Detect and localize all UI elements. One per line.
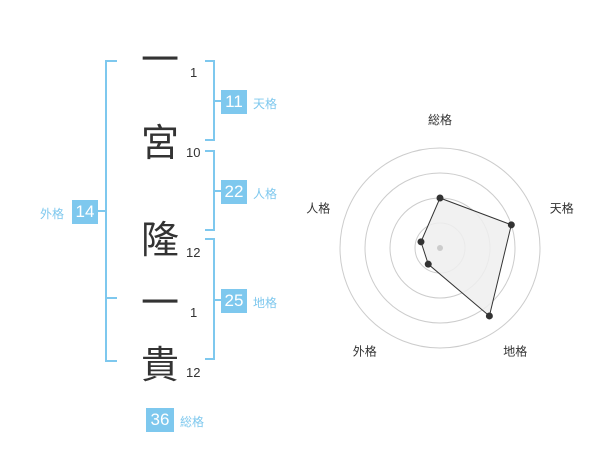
gaikaku-label: 外格 [40,207,65,221]
chikaku-value-box: 25 [221,289,247,313]
jinkaku-connector [213,190,221,192]
gaikaku-connector [98,210,106,212]
name-char-4: 一 [140,281,179,325]
name-char-5: 貴 [140,343,179,387]
tenkaku-value-box: 11 [221,90,247,114]
stroke-count-1: 1 [190,65,198,80]
radar-point-4 [424,260,432,268]
gaikaku-divider-tick [105,297,117,299]
name-char-2: 宮 [140,121,179,165]
gaikaku-value-box: 14 [72,200,98,224]
stroke-count-4: 1 [190,305,198,320]
radar-axis-label-2: 天格 [550,200,574,215]
jinkaku-value-box: 22 [221,180,247,204]
radar-points [417,194,515,320]
radar-point-3 [485,312,493,320]
stroke-count-5: 12 [186,365,201,380]
name-char-1: 一 [140,38,179,82]
radar-grid-ring [339,147,541,349]
radar-point-1 [436,194,444,202]
stroke-count-2: 10 [186,145,201,160]
radar-grid-ring [364,172,516,324]
gaikaku-bracket [105,60,117,362]
stroke-count-3: 12 [186,245,201,260]
radar-point-2 [507,221,515,229]
name-char-3: 隆 [140,218,179,262]
radar-axis-label-1: 総格 [428,112,452,127]
tenkaku-connector [213,100,221,102]
radar-axis-label-5: 人格 [306,200,330,215]
chikaku-connector [213,299,221,301]
radar-point-5 [417,238,425,246]
radar-axis-label-3: 地格 [503,344,527,359]
jinkaku-label: 人格 [253,187,278,201]
soukaku-value-box: 36 [146,408,174,432]
radar-center-dot [437,245,443,251]
radar-axis-label-4: 外格 [353,344,377,359]
tenkaku-label: 天格 [253,97,278,111]
radar-series-area [420,197,512,317]
chikaku-label: 地格 [253,296,278,310]
soukaku-label: 総格 [180,415,205,429]
